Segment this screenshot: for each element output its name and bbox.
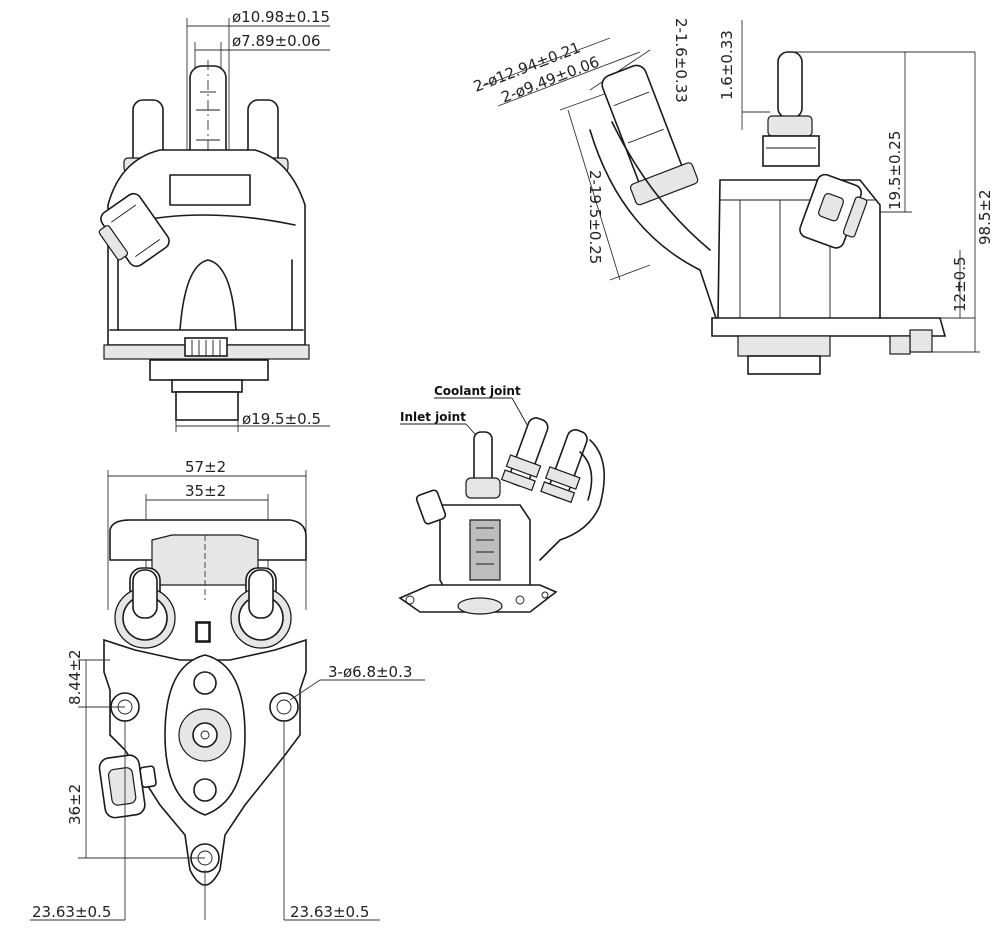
top-hole-spec-label: 3-ø6.8±0.3 — [328, 663, 412, 681]
side-view: 2-ø12.94±0.21 2-ø9.49±0.06 2-1.6±0.33 2-… — [471, 18, 994, 375]
front-dia-outer-label: ø10.98±0.15 — [232, 8, 330, 26]
iso-inlet-label: Inlet joint — [400, 410, 466, 424]
iso-view: Coolant joint Inlet joint — [398, 384, 606, 615]
side-inlet-length-label: 19.5±0.25 — [886, 131, 904, 210]
iso-coolant-label: Coolant joint — [434, 384, 521, 398]
top-offset-vertical-label: 8.44±2 — [66, 649, 84, 705]
top-offset-right-label: 23.63±0.5 — [290, 903, 369, 921]
top-width-outer-label: 57±2 — [185, 458, 226, 476]
front-view: ø10.98±0.15 ø7.89±0.06 ø19.5±0.5 — [98, 8, 330, 432]
top-hole-spacing-label: 36±2 — [66, 784, 84, 825]
front-dia-inner-label: ø7.89±0.06 — [232, 32, 321, 50]
top-width-inner-label: 35±2 — [185, 482, 226, 500]
side-inlet-step-label: 1.6±0.33 — [718, 30, 736, 100]
side-total-height-label: 98.5±2 — [976, 189, 994, 245]
front-dia-base-label: ø19.5±0.5 — [242, 410, 321, 428]
side-coolant-offset-label: 2-1.6±0.33 — [672, 18, 690, 103]
top-offset-left-label: 23.63±0.5 — [32, 903, 111, 921]
side-coolant-length-label: 2-19.5±0.25 — [586, 170, 604, 264]
top-view: 57±2 35±2 — [30, 458, 425, 921]
